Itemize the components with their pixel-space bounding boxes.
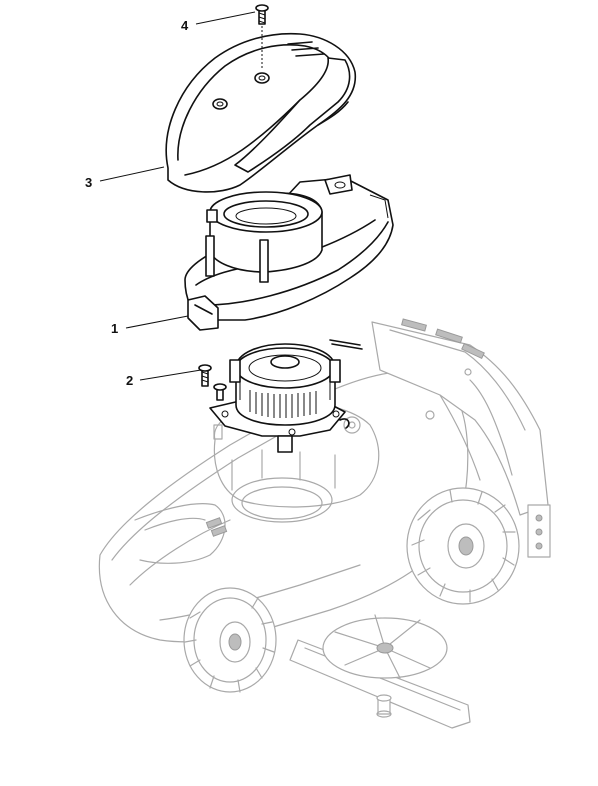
callout-label-4: 4	[181, 18, 189, 33]
front-wheel-ghost	[183, 587, 277, 693]
part-2-screw	[198, 364, 227, 401]
part-3-top-cover	[165, 32, 357, 193]
callout-part-4: 4	[181, 11, 256, 33]
mower-deck-ghost	[98, 371, 469, 643]
electric-motor	[209, 339, 363, 453]
cutting-blade-ghost	[289, 614, 471, 729]
callout-part-1: 1	[111, 315, 189, 336]
mower-handle-ghost	[371, 318, 551, 558]
part-4-screw	[255, 4, 269, 70]
callout-part-3: 3	[85, 166, 165, 190]
callout-label-2: 2	[126, 373, 133, 388]
part-1-motor-housing-base	[184, 174, 394, 331]
callout-label-3: 3	[85, 175, 92, 190]
callout-part-2: 2	[126, 369, 202, 388]
callout-label-1: 1	[111, 321, 118, 336]
rear-wheel-ghost	[406, 487, 520, 605]
